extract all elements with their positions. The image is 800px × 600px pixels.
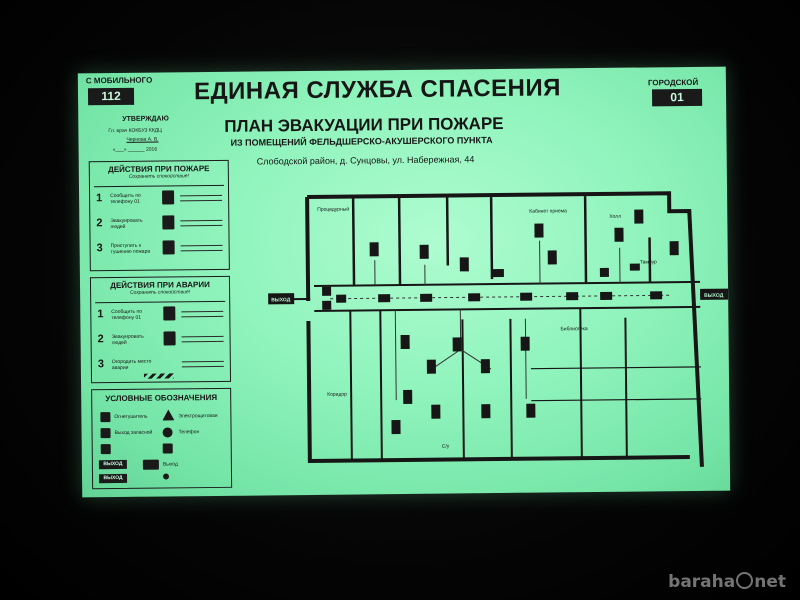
accident-actions-panel: ДЕЙСТВИЯ ПРИ АВАРИИ Сохранять спокойстви… <box>89 275 232 384</box>
running-man-icon <box>163 331 176 346</box>
corridor-wall <box>314 280 701 287</box>
step-text: Эвакуировать людей <box>110 217 143 231</box>
divider <box>93 184 224 188</box>
floor-plan: Процедурный Кабинет приема Холл Тамбур К… <box>268 191 729 467</box>
evacuation-route <box>394 309 527 401</box>
phone-icon <box>162 443 173 454</box>
phone-icon <box>163 306 176 321</box>
plan-subtitle: ИЗ ПОМЕЩЕНИЙ ФЕЛЬДШЕРСКО-АКУШЕРСКОГО ПУН… <box>230 135 493 148</box>
legend-item: Телефон <box>178 429 200 436</box>
step-text: Сообщить по телефону 01 <box>111 308 143 322</box>
room-label: Тамбур <box>640 259 657 265</box>
step-number: 3 <box>96 242 103 255</box>
legend-item: Выход <box>162 461 178 468</box>
watermark-ball-icon <box>736 572 754 589</box>
exit-label: ВЫХОД <box>704 293 724 299</box>
evacuation-route <box>374 240 621 286</box>
exit-label: ВЫХОД <box>271 297 291 303</box>
step-number: 1 <box>97 308 104 321</box>
step-text: Эвакуировать людей <box>111 333 144 347</box>
step-description <box>180 217 222 229</box>
interior-wall <box>349 308 628 461</box>
plan-address: Слободской район, д. Сунцовы, ул. Набере… <box>256 154 475 167</box>
step-description <box>180 192 222 204</box>
room-label: Коридор <box>327 392 347 398</box>
exit-sign-label: ВЫХОД <box>98 459 127 470</box>
step-description <box>181 308 223 320</box>
mobile-number: 112 <box>87 87 135 106</box>
step-text: Сообщить по телефону 01 <box>110 192 141 206</box>
legend-item: Огнетушитель <box>114 413 148 421</box>
warning-triangle-icon <box>162 409 175 421</box>
header-title: ЕДИНАЯ СЛУЖБА СПАСЕНИЯ <box>193 74 562 106</box>
approve-position: Гл. врач КОКБУЗ ККДЦ <box>108 127 162 135</box>
interior-wall <box>351 196 652 286</box>
watermark: baraha net <box>668 572 786 592</box>
step-number: 3 <box>97 358 105 371</box>
step-description <box>182 333 224 345</box>
extinguisher-icon <box>100 412 111 423</box>
legend-item: Электрощитовая <box>178 412 218 420</box>
exit-arrow-icon <box>142 459 159 470</box>
barrier-tape-icon <box>143 373 174 379</box>
interior-wall <box>530 366 702 402</box>
alarm-icon <box>162 427 173 438</box>
corridor-wall <box>314 305 701 312</box>
exit-sign-label: ВЫХОД <box>98 473 128 484</box>
approve-date: «___» ______ 2016 <box>112 146 158 154</box>
plan-icons <box>322 209 679 435</box>
phone-icon <box>162 190 175 205</box>
step-description <box>181 242 223 254</box>
room-label: Процедурный <box>317 206 349 213</box>
room-label: Библиотека <box>560 326 587 332</box>
emergency-exit-icon <box>100 428 111 439</box>
room-label: Кабинет приема <box>529 208 567 214</box>
step-number: 1 <box>96 192 103 205</box>
outer-wall <box>306 320 690 464</box>
plan-title: ПЛАН ЭВАКУАЦИИ ПРИ ПОЖАРЕ <box>224 113 504 136</box>
divider <box>95 300 226 304</box>
city-number: 01 <box>651 88 703 107</box>
first-aid-icon <box>100 444 111 455</box>
approve-name: Чернова А. В. <box>126 136 159 143</box>
extinguisher-icon <box>162 240 175 255</box>
you-are-here-icon <box>162 473 170 480</box>
outer-wall <box>305 196 311 302</box>
approve-label: УТВЕРЖДАЮ <box>122 115 169 123</box>
step-description <box>182 358 224 370</box>
fire-actions-panel: ДЕЙСТВИЯ ПРИ ПОЖАРЕ Сохранять спокойстви… <box>88 159 230 272</box>
running-man-icon <box>162 215 175 230</box>
step-text: Огородить место аварии <box>111 358 152 372</box>
city-label: ГОРОДСКОЙ <box>647 77 699 88</box>
exit-sign-left <box>268 293 295 305</box>
step-number: 2 <box>96 217 103 230</box>
mobile-label: С МОБИЛЬНОГО <box>85 75 153 86</box>
legend-item: Выход запасной <box>114 429 153 437</box>
legend-title: УСЛОВНЫЕ ОБОЗНАЧЕНИЯ <box>105 392 218 404</box>
step-text: Приступить к тушению пожара <box>110 242 151 256</box>
legend-panel: УСЛОВНЫЕ ОБОЗНАЧЕНИЯ Огнетушитель Электр… <box>91 387 233 490</box>
room-label: Холл <box>609 214 621 220</box>
outer-wall <box>307 191 704 467</box>
exit-sign-right <box>700 288 729 300</box>
step-number: 2 <box>97 333 104 346</box>
room-label: С/у <box>442 444 450 450</box>
watermark-suffix: net <box>754 572 786 592</box>
evacuation-plan-sign: С МОБИЛЬНОГО 112 ЕДИНАЯ СЛУЖБА СПАСЕНИЯ … <box>77 66 731 498</box>
watermark-prefix: baraha <box>668 572 736 592</box>
